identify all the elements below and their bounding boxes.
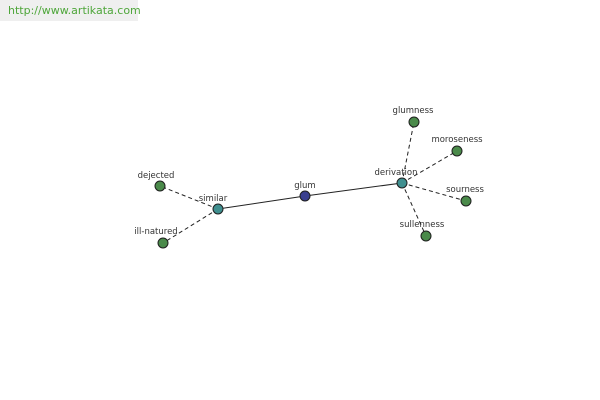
edge-derivation-moroseness	[401, 150, 458, 184]
node-moroseness[interactable]	[451, 145, 463, 157]
node-label-moroseness: moroseness	[431, 135, 483, 145]
node-label-glumness: glumness	[393, 106, 434, 116]
url-bar: http://www.artikata.com	[0, 0, 141, 21]
site-url-link[interactable]: http://www.artikata.com	[8, 4, 141, 17]
node-glum[interactable]	[299, 190, 311, 202]
node-label-sourness: sourness	[446, 185, 484, 195]
node-label-derivation: derivation	[374, 168, 417, 178]
node-sourness[interactable]	[460, 195, 472, 207]
node-label-glum: glum	[294, 181, 315, 191]
node-label-ill-natured: ill-natured	[134, 227, 177, 237]
edge-derivation-glumness	[401, 121, 415, 184]
node-sullenness[interactable]	[420, 230, 432, 242]
graph-edges	[159, 121, 467, 244]
edge-similar-ill-natured	[162, 208, 219, 244]
node-derivation[interactable]	[396, 177, 408, 189]
graph-labels: glum similar derivation dejected ill-natured…	[134, 106, 484, 237]
node-label-similar: similar	[199, 194, 228, 204]
node-label-sullenness: sullenness	[400, 220, 445, 230]
edge-glum-similar	[217, 195, 306, 210]
node-dejected[interactable]	[154, 180, 166, 192]
edge-similar-dejected	[159, 185, 219, 210]
edge-derivation-sullenness	[401, 182, 427, 237]
node-similar[interactable]	[212, 203, 224, 215]
node-ill-natured[interactable]	[157, 237, 169, 249]
graph-nodes	[154, 116, 472, 249]
node-label-dejected: dejected	[138, 171, 175, 181]
edge-glum-derivation	[304, 182, 403, 197]
node-glumness[interactable]	[408, 116, 420, 128]
